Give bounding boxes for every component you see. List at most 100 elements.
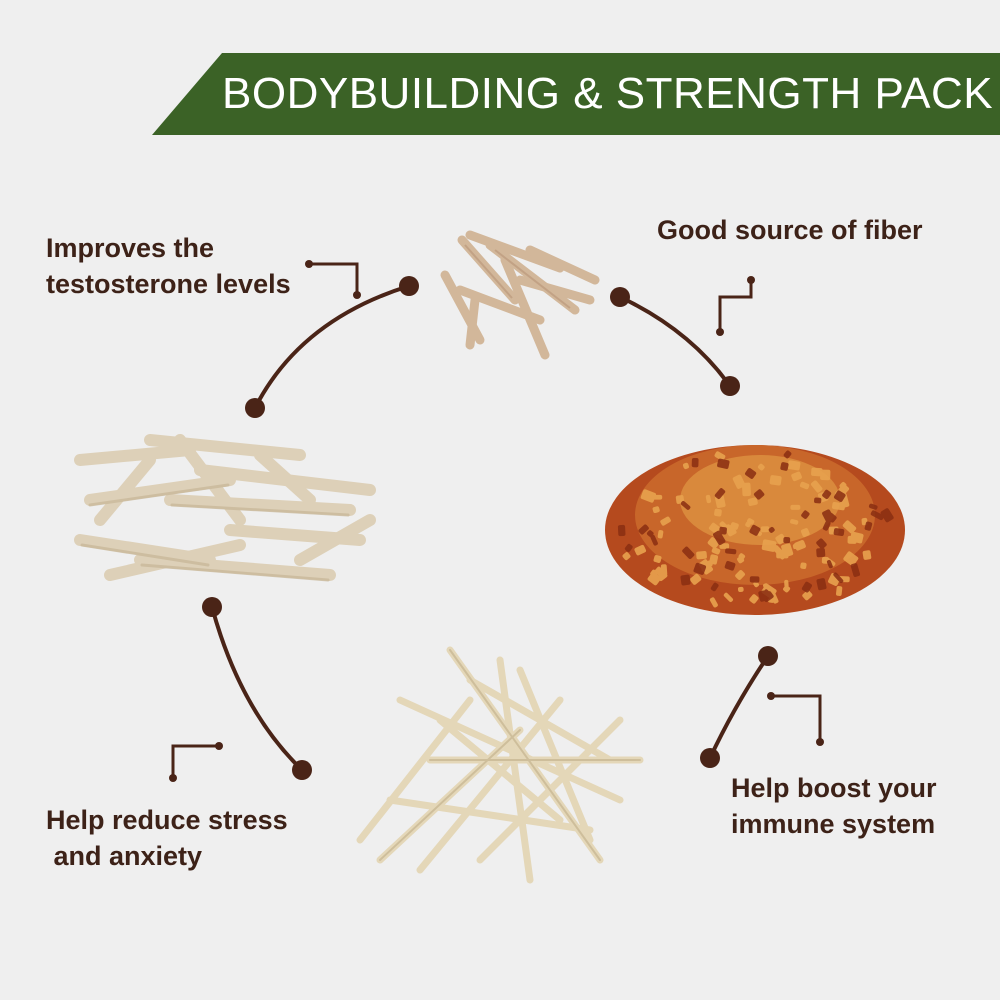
- connector-arc-top-left: [253, 284, 411, 410]
- resin-crystal: [792, 542, 803, 550]
- resin-crystal: [710, 582, 719, 592]
- resin-crystal: [769, 475, 782, 486]
- white-musli-image: [356, 646, 644, 884]
- pointer-bracket-stress: [171, 744, 219, 778]
- resin-crystal: [622, 552, 631, 561]
- resin-crystal: [790, 519, 799, 525]
- pointer-bracket-testosterone: [309, 262, 359, 295]
- resin-crystal: [690, 573, 702, 585]
- resin-crystal: [714, 508, 722, 517]
- title-banner: [0, 53, 1000, 135]
- resin-crystal: [719, 526, 727, 535]
- resin-crystal: [822, 489, 832, 499]
- resin-crystal: [714, 488, 726, 500]
- resin-crystal: [709, 554, 719, 565]
- resin-crystal: [800, 562, 807, 570]
- resin-crystal: [757, 463, 765, 471]
- resin-crystal: [783, 585, 791, 593]
- resin-crystal: [724, 560, 736, 571]
- resin-crystal: [745, 468, 757, 479]
- resin-crystal: [850, 563, 861, 577]
- page-title: BODYBUILDING & STRENGTH PACK: [222, 69, 994, 118]
- benefit-fiber: Good source of fiber: [657, 215, 923, 245]
- resin-crystal: [868, 503, 878, 510]
- pointer-bracket-immune: [771, 694, 822, 742]
- resin-crystal: [843, 551, 859, 566]
- resin-crystal: [799, 481, 810, 490]
- resin-crystal: [714, 451, 726, 461]
- resin-crystal: [802, 590, 813, 601]
- connector-arc-bottom-left: [210, 605, 304, 772]
- resin-crystal: [826, 559, 833, 569]
- resin-crystal: [640, 489, 657, 503]
- resin-crystal: [761, 539, 777, 552]
- resin-crystal: [719, 543, 730, 549]
- resin-crystal: [758, 590, 767, 602]
- resin-crystal: [787, 460, 801, 471]
- benefit-stress: Help reduce stress and anxiety: [46, 805, 288, 871]
- resin-crystal: [711, 547, 721, 555]
- resin-crystal: [647, 572, 662, 586]
- resin-crystal: [691, 457, 699, 468]
- resin-crystal: [653, 555, 662, 563]
- resin-crystal: [680, 574, 691, 586]
- resin-crystal: [747, 497, 758, 506]
- resin-crystal: [696, 551, 707, 560]
- resin-crystal: [780, 462, 789, 471]
- resin-crystal: [775, 533, 786, 545]
- resin-crystal: [749, 524, 761, 536]
- resin-crystal: [657, 571, 668, 582]
- resin-crystal: [836, 586, 843, 596]
- resin-crystal: [816, 578, 827, 591]
- resin-crystal: [624, 543, 633, 552]
- resin-crystal: [634, 544, 647, 556]
- resin-crystal: [660, 516, 671, 526]
- resin-crystal: [870, 510, 884, 521]
- benefit-immune: Help boost your immune system: [731, 773, 937, 839]
- white-root-pile-image: [74, 434, 376, 582]
- resin-crystal: [833, 572, 844, 584]
- connector-dot: [202, 597, 222, 617]
- resin-crystal: [725, 548, 737, 555]
- resin-crystal: [735, 570, 745, 580]
- root-sticks-image: [440, 230, 600, 360]
- resin-crystal: [725, 524, 737, 537]
- resin-crystal: [717, 458, 730, 469]
- resin-crystal: [833, 528, 845, 537]
- resin-crystal: [847, 535, 857, 544]
- pointer-bracket-fiber: [718, 280, 753, 332]
- resin-crystal: [737, 556, 745, 564]
- resin-crystals-image: [605, 445, 905, 615]
- resin-crystal: [713, 530, 726, 546]
- resin-crystal: [842, 520, 857, 534]
- resin-crystal: [822, 509, 835, 524]
- connector-dot: [610, 287, 630, 307]
- resin-crystal: [723, 592, 734, 602]
- resin-crystal: [657, 530, 664, 539]
- resin-crystal: [709, 597, 718, 608]
- connector-dot: [292, 760, 312, 780]
- resin-crystal: [791, 471, 802, 482]
- connector-dot: [758, 646, 778, 666]
- resin-crystal: [650, 534, 658, 546]
- resin-crystal: [749, 594, 759, 604]
- resin-crystal: [810, 480, 823, 493]
- connector-dot: [700, 748, 720, 768]
- resin-crystal: [816, 548, 826, 558]
- connector-dot: [720, 376, 740, 396]
- resin-crystal: [776, 549, 789, 559]
- resin-crystal: [783, 537, 791, 544]
- resin-crystal: [801, 581, 812, 593]
- connector-dot: [399, 276, 419, 296]
- resin-crystal: [768, 526, 775, 533]
- resin-crystal: [760, 526, 770, 533]
- resin-crystal: [814, 497, 822, 504]
- resin-crystal: [820, 469, 831, 481]
- resin-crystal: [737, 586, 744, 592]
- resin-crystal: [693, 562, 707, 575]
- resin-crystal: [741, 482, 751, 497]
- resin-crystal: [811, 467, 823, 477]
- connector-dot: [245, 398, 265, 418]
- resin-crystal: [783, 450, 792, 459]
